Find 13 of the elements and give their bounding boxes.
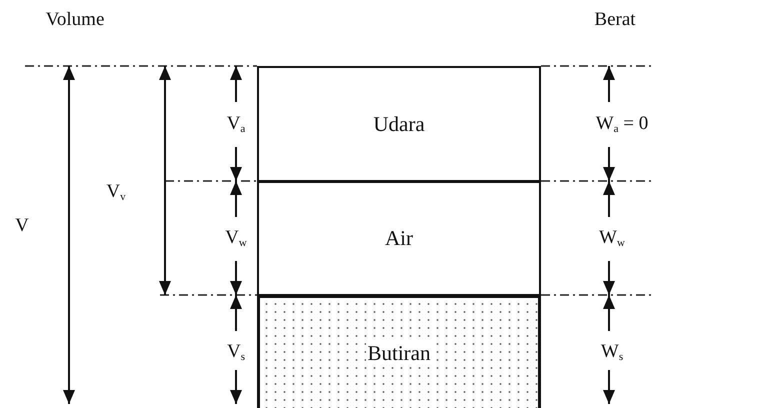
phase-box-air-void xyxy=(257,66,541,182)
axis-heading: Volume xyxy=(46,9,104,31)
dimension-label: V xyxy=(15,215,29,237)
dimension-label: W$_{w}$ xyxy=(599,227,625,249)
dimension-label: V$_{a}$ xyxy=(226,113,246,135)
dimension-label: W$_{a}$ = 0 xyxy=(596,113,648,135)
axis-heading: Berat xyxy=(594,9,636,31)
dimension-label: V$_{v}$ xyxy=(106,181,126,203)
phase-box-solids xyxy=(257,295,541,408)
dimension-label: W$_{s}$ xyxy=(600,341,624,363)
phase-box-water xyxy=(257,181,541,296)
dimension-label: V$_{s}$ xyxy=(227,341,245,363)
dimension-label: V$_{w}$ xyxy=(225,227,247,249)
